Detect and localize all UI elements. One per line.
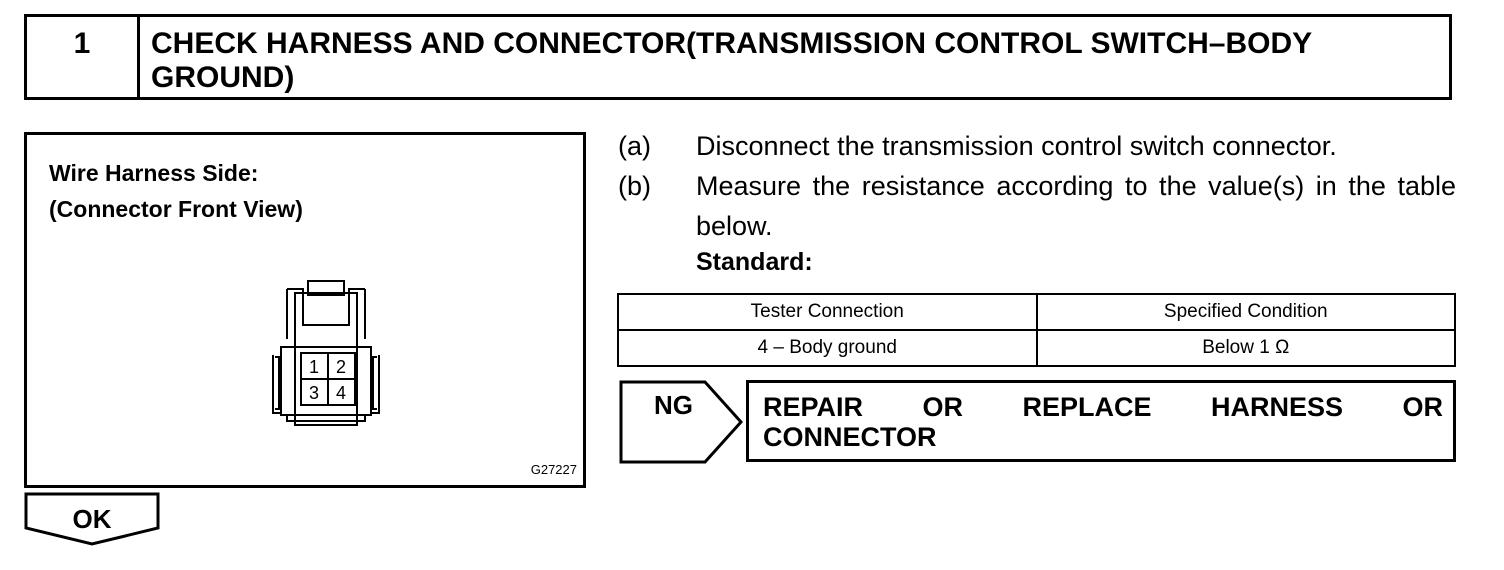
connector-housing-outline — [272, 280, 380, 426]
figure-id: G27227 — [530, 462, 577, 477]
spec-cell-tester-connection: 4 – Body ground — [617, 329, 1038, 367]
ng-arrow — [619, 380, 743, 464]
connector-pin-1: 1 — [309, 357, 319, 377]
step-b-label: (b) — [618, 171, 651, 201]
spec-header-tester-connection: Tester Connection — [617, 293, 1038, 331]
connector-pin-3: 3 — [309, 383, 319, 403]
spec-table: Tester Connection Specified Condition 4 … — [617, 293, 1456, 367]
ng-result-line2: CONNECTOR — [763, 422, 937, 452]
ng-result-line1: REPAIR OR REPLACE HARNESS OR — [763, 392, 1443, 422]
step-number-cell: 1 — [27, 17, 140, 97]
ok-arrow — [24, 492, 160, 546]
spec-cell-specified-condition: Below 1 Ω — [1035, 329, 1456, 367]
connector-pin-4: 4 — [336, 383, 346, 403]
step-header: 1 CHECK HARNESS AND CONNECTOR(TRANSMISSI… — [24, 14, 1452, 100]
spec-header-specified-condition: Specified Condition — [1035, 293, 1456, 331]
connector-figure: Wire Harness Side: (Connector Front View… — [24, 132, 586, 488]
step-a-text: Disconnect the transmission control swit… — [696, 131, 1337, 161]
connector-pin-2: 2 — [336, 357, 346, 377]
standard-label: Standard: — [696, 248, 813, 276]
step-a-label: (a) — [618, 131, 651, 161]
connector-diagram: 1 2 3 4 — [272, 280, 380, 426]
ng-label: NG — [654, 390, 693, 420]
step-title: CHECK HARNESS AND CONNECTOR(TRANSMISSION… — [151, 27, 1312, 94]
figure-caption-line2: (Connector Front View) — [49, 196, 303, 222]
step-b-text: Measure the resistance according to the … — [696, 171, 1456, 241]
figure-caption: Wire Harness Side: (Connector Front View… — [49, 155, 303, 227]
spec-table-header-row: Tester Connection Specified Condition — [617, 293, 1456, 331]
ok-label: OK — [72, 504, 112, 534]
step-number: 1 — [73, 27, 91, 60]
table-row: 4 – Body ground Below 1 Ω — [617, 329, 1456, 367]
figure-caption-line1: Wire Harness Side: — [49, 160, 259, 186]
ng-result-box: REPAIR OR REPLACE HARNESS OR CONNECTOR — [746, 380, 1456, 462]
